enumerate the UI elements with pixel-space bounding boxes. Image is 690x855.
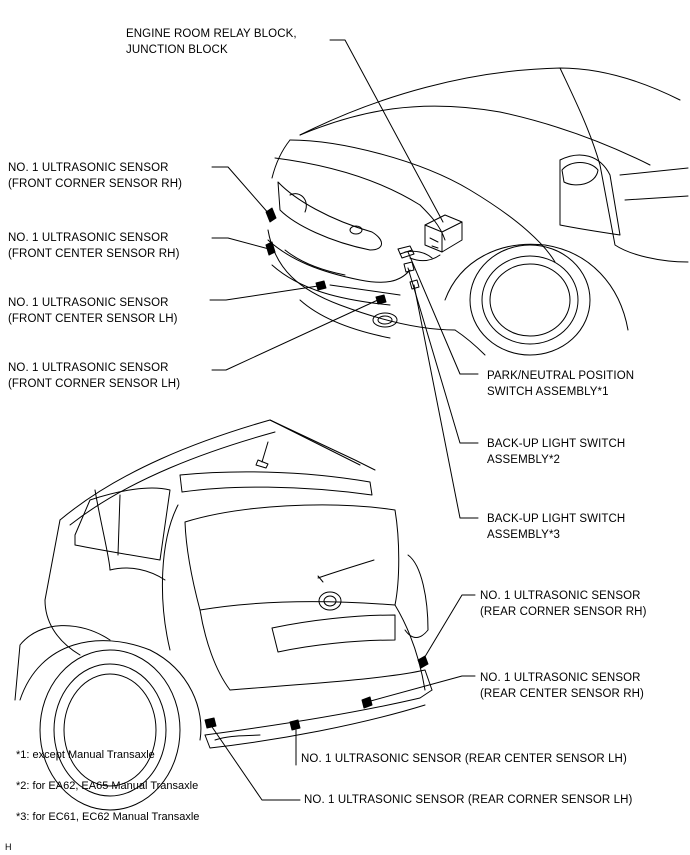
footnote-1: *1: except Manual Transaxle [16,749,155,761]
label-front-corner-sensor-lh: NO. 1 ULTRASONIC SENSOR (FRONT CORNER SE… [8,360,180,392]
rear-vehicle-illustration [14,419,433,811]
label-line: NO. 1 ULTRASONIC SENSOR [480,590,641,602]
label-line: BACK-UP LIGHT SWITCH [487,438,626,450]
label-line: ENGINE ROOM RELAY BLOCK, [126,28,297,40]
leader-lines [209,39,479,801]
label-front-center-sensor-rh: NO. 1 ULTRASONIC SENSOR (FRONT CENTER SE… [8,230,180,262]
label-backup-light-switch-2: BACK-UP LIGHT SWITCH ASSEMBLY*2 [487,436,625,468]
label-line: NO. 1 ULTRASONIC SENSOR [8,162,169,174]
corner-mark: H [5,842,12,852]
label-front-center-sensor-lh: NO. 1 ULTRASONIC SENSOR (FRONT CENTER SE… [8,295,178,327]
label-park-neutral-switch: PARK/NEUTRAL POSITION SWITCH ASSEMBLY*1 [487,368,634,400]
label-line: ASSEMBLY*2 [487,454,561,466]
footnote-3: *3: for EC61, EC62 Manual Transaxle [16,811,200,823]
footnote-2: *2: for EA62, EA65 Manual Transaxle [16,780,199,792]
label-rear-center-sensor-lh: NO. 1 ULTRASONIC SENSOR (REAR CENTER SEN… [301,753,627,765]
label-engine-room-relay-block: ENGINE ROOM RELAY BLOCK, JUNCTION BLOCK [126,26,297,58]
label-line: (FRONT CENTER SENSOR LH) [8,313,178,325]
label-line: PARK/NEUTRAL POSITION [487,370,635,382]
label-front-corner-sensor-rh: NO. 1 ULTRASONIC SENSOR (FRONT CORNER SE… [8,160,182,192]
label-rear-center-sensor-rh: NO. 1 ULTRASONIC SENSOR (REAR CENTER SEN… [480,670,644,702]
label-line: (FRONT CORNER SENSOR LH) [8,378,181,390]
label-line: (FRONT CORNER SENSOR RH) [8,178,183,190]
label-line: JUNCTION BLOCK [126,44,228,56]
front-vehicle-illustration [265,67,689,356]
label-line: SWITCH ASSEMBLY*1 [487,386,609,398]
label-line: (FRONT CENTER SENSOR RH) [8,248,180,260]
label-line: ASSEMBLY*3 [487,529,561,541]
label-line: NO. 1 ULTRASONIC SENSOR [8,232,169,244]
label-line: (REAR CORNER SENSOR RH) [480,606,647,618]
label-line: BACK-UP LIGHT SWITCH [487,513,626,525]
label-line: NO. 1 ULTRASONIC SENSOR [8,362,169,374]
label-line: NO. 1 ULTRASONIC SENSOR [8,297,169,309]
label-rear-corner-sensor-lh: NO. 1 ULTRASONIC SENSOR (REAR CORNER SEN… [304,794,633,806]
label-backup-light-switch-3: BACK-UP LIGHT SWITCH ASSEMBLY*3 [487,511,625,543]
label-line: NO. 1 ULTRASONIC SENSOR [480,672,641,684]
label-rear-corner-sensor-rh: NO. 1 ULTRASONIC SENSOR (REAR CORNER SEN… [480,588,647,620]
label-line: (REAR CENTER SENSOR RH) [480,688,644,700]
